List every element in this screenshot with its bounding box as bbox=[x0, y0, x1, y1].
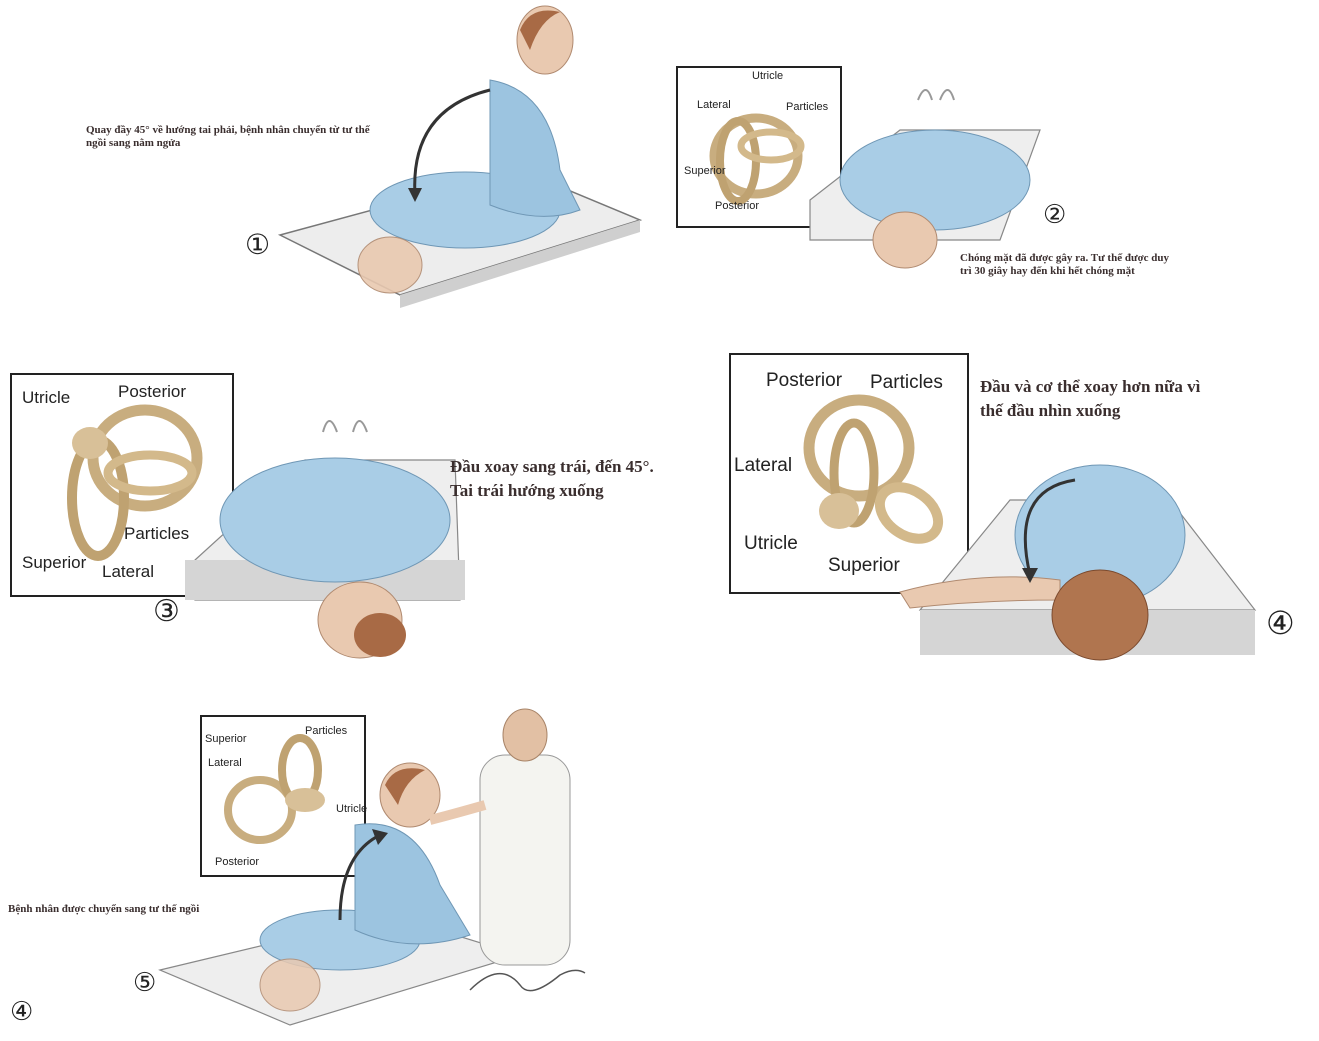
utricle-bulb bbox=[819, 493, 859, 529]
patient-gown-sitting bbox=[355, 824, 470, 944]
step-4-number: ④ bbox=[1266, 604, 1295, 642]
label-lateral: Lateral bbox=[697, 99, 731, 111]
artist-signature bbox=[470, 970, 585, 990]
patient-feet bbox=[323, 421, 367, 432]
patient-hair bbox=[354, 613, 406, 657]
patient-head-lying bbox=[358, 237, 422, 293]
step-1-number: ① bbox=[245, 228, 270, 261]
step-1-illustration bbox=[240, 0, 640, 320]
label-lateral: Lateral bbox=[102, 562, 154, 582]
label-posterior: Posterior bbox=[766, 370, 842, 392]
step-2-caption: Chóng mặt đã được gây ra. Tư thế được du… bbox=[960, 252, 1180, 278]
step-5-illustration bbox=[140, 695, 590, 1035]
label-lateral: Lateral bbox=[734, 455, 792, 477]
patient-gown bbox=[840, 130, 1030, 230]
step-4-caption-line2: thế đầu nhìn xuống bbox=[980, 400, 1120, 422]
label-superior: Superior bbox=[684, 165, 726, 177]
patient-gown-sitting bbox=[490, 80, 580, 216]
label-superior: Superior bbox=[828, 555, 900, 577]
canal-ring bbox=[809, 400, 909, 496]
patient-feet bbox=[918, 90, 954, 100]
step-4-illustration bbox=[900, 440, 1260, 670]
label-utricle: Utricle bbox=[744, 533, 798, 555]
label-particles: Particles bbox=[870, 372, 943, 394]
step-2-number: ② bbox=[1043, 200, 1066, 230]
step-5-caption: Bệnh nhân được chuyển sang tư thế ngồi bbox=[8, 903, 248, 916]
label-utricle: Utricle bbox=[752, 70, 783, 82]
step-2-illustration bbox=[800, 90, 1060, 270]
step-3-number: ③ bbox=[153, 594, 180, 629]
footer-marker: ④ bbox=[10, 997, 33, 1027]
patient-gown bbox=[220, 458, 450, 582]
patient-head bbox=[873, 212, 937, 268]
label-posterior: Posterior bbox=[715, 200, 759, 212]
step-3-caption-line1: Đầu xoay sang trái, đến 45°. bbox=[450, 456, 654, 478]
step-3-illustration bbox=[185, 420, 485, 680]
utricle-bulb bbox=[72, 427, 108, 459]
label-superior: Superior bbox=[22, 553, 86, 573]
label-posterior: Posterior bbox=[118, 382, 186, 402]
doctor-head bbox=[503, 709, 547, 761]
step-4-caption-line1: Đầu và cơ thể xoay hơn nữa vì bbox=[980, 376, 1200, 398]
step-3-caption-line2: Tai trái hướng xuống bbox=[450, 480, 604, 502]
label-utricle: Utricle bbox=[22, 388, 70, 408]
doctor-coat bbox=[480, 755, 570, 965]
patient-head bbox=[1052, 570, 1148, 660]
step-5-number: ⑤ bbox=[133, 968, 156, 998]
label-particles: Particles bbox=[124, 524, 189, 544]
patient-head-lying bbox=[260, 959, 320, 1011]
